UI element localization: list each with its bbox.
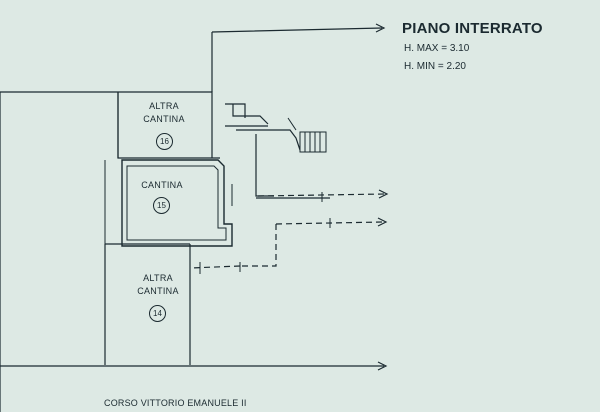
room-14-line1: ALTRA <box>143 273 173 283</box>
room-16-line1: ALTRA <box>149 101 179 111</box>
max-height-label: H. MAX = 3.10 <box>404 43 470 54</box>
arrow-head-lower <box>377 217 388 227</box>
room-number-15: 15 <box>153 197 170 214</box>
cellar-15-inner-wall <box>126 165 227 241</box>
street-name: CORSO VITTORIO EMANUELE II <box>104 398 247 408</box>
arrow-head-top <box>375 23 386 33</box>
room-label-14: ALTRA CANTINA <box>134 272 182 298</box>
corridor-walls <box>225 103 330 199</box>
room-14-line2: CANTINA <box>137 286 179 296</box>
tick-marks <box>199 184 331 274</box>
stair-arrow <box>287 117 297 131</box>
plan-title: PIANO INTERRATO <box>402 20 543 37</box>
min-height-label: H. MIN = 2.20 <box>404 61 466 72</box>
room-16-line2: CANTINA <box>143 114 185 124</box>
neighbor-building-outline <box>0 91 220 412</box>
stair <box>299 131 327 153</box>
room-number-14: 14 <box>149 305 166 322</box>
room-label-16: ALTRA CANTINA <box>140 100 188 126</box>
cellar-15-outline <box>121 159 233 247</box>
room-number-16: 16 <box>156 133 173 150</box>
property-line-top <box>211 27 383 92</box>
dashed-leader-vertical <box>240 224 277 267</box>
arrow-head-bottom <box>377 361 388 371</box>
room-15-line2: CANTINA <box>141 180 183 190</box>
dashed-leader-bottom <box>189 265 241 269</box>
room-label-15: CANTINA <box>138 179 186 192</box>
arrow-head-upper <box>378 189 389 199</box>
